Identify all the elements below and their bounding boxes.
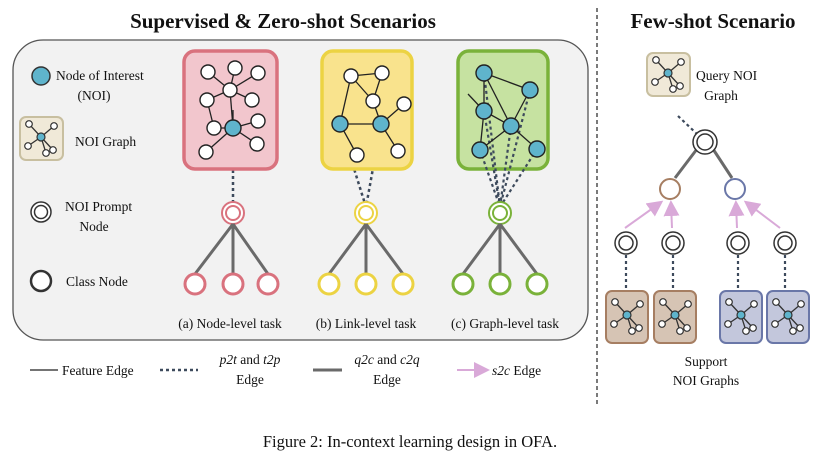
- class-node-a: [659, 178, 681, 200]
- query-label-1: Query NOI: [696, 68, 758, 83]
- feature-edge-label: Feature Edge: [62, 363, 134, 378]
- class-node-b: [724, 178, 746, 200]
- p2t-edge-label: p2t and t2p: [219, 352, 281, 367]
- query-label-2: Graph: [704, 88, 738, 103]
- link-level-noi-b: [372, 115, 390, 133]
- prompt-legend-label-1: NOI Prompt: [65, 199, 132, 214]
- few-shot-diagram: Query NOI Graph: [605, 52, 810, 344]
- support-graph-4: [766, 290, 810, 344]
- edge-legend: Feature Edge p2t and t2p Edge q2c and c2…: [30, 352, 541, 387]
- left-title: Supervised & Zero-shot Scenarios: [130, 9, 436, 33]
- graph-level-label: (c) Graph-level task: [451, 316, 559, 331]
- right-title: Few-shot Scenario: [630, 9, 795, 33]
- p2t-edge-label-2: Edge: [236, 372, 264, 387]
- support-graph-3: [719, 290, 763, 344]
- q2c-edge-label: q2c and c2q: [354, 352, 419, 367]
- node-level-label: (a) Node-level task: [178, 316, 282, 331]
- link-level-panel: [317, 49, 415, 296]
- class-node-legend-label: Class Node: [66, 274, 128, 289]
- node-level-panel: [182, 49, 280, 296]
- prompt-legend-label-2: Node: [79, 219, 108, 234]
- link-level-label: (b) Link-level task: [316, 316, 417, 331]
- figure-caption: Figure 2: In-context learning design in …: [263, 432, 557, 451]
- class-node-legend-icon: [29, 269, 53, 293]
- noi-graph-legend-label: NOI Graph: [75, 134, 136, 149]
- q2c-edge-label-2: Edge: [373, 372, 401, 387]
- support-graph-2: [653, 290, 697, 344]
- support-graph-1: [605, 290, 649, 344]
- scenario-panel: [12, 39, 589, 341]
- support-label-2: NOI Graphs: [673, 373, 739, 388]
- node-level-noi: [224, 119, 242, 137]
- noi-legend-icon: [31, 66, 51, 86]
- support-label-1: Support: [685, 354, 728, 369]
- noi-graph-legend-icon: [19, 116, 64, 161]
- noi-legend-label-1: Node of Interest: [56, 68, 144, 83]
- legend: Node of Interest (NOI) NOI Graph NOI Pro…: [19, 66, 144, 293]
- query-noi-graph-icon: [646, 52, 691, 97]
- prompt-legend-icon: [30, 201, 52, 223]
- graph-level-panel: [451, 49, 550, 296]
- s2c-edge-label: s2c Edge: [492, 363, 541, 378]
- noi-legend-label-2: (NOI): [78, 88, 111, 103]
- link-level-noi-a: [331, 115, 349, 133]
